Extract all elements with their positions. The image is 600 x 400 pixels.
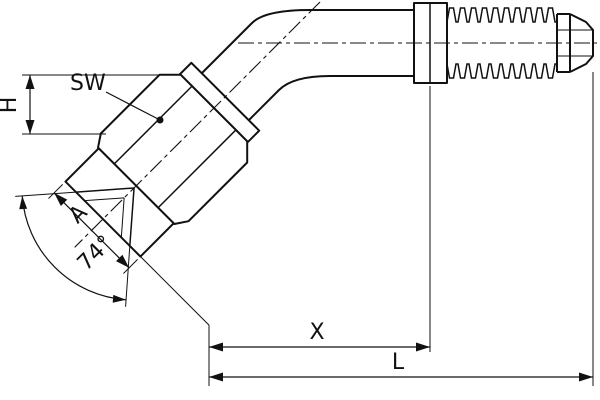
angle-arrow-left	[19, 196, 28, 210]
sw-label: SW	[70, 71, 106, 96]
a-arrow-right	[116, 254, 130, 268]
cone-extension-left	[15, 191, 77, 197]
elbow-tube	[201, 9, 414, 121]
l-label: L	[392, 350, 405, 375]
tube-inner-edge	[248, 75, 414, 121]
l-arrow-right	[579, 372, 593, 382]
h-arrow-top	[25, 75, 35, 89]
angle-arrow-right	[112, 294, 126, 303]
dimension-h: H	[0, 74, 165, 135]
sw-leader-dot	[156, 116, 164, 124]
a-arrow-left	[54, 192, 68, 206]
x-arrow-left	[209, 342, 223, 352]
x-arrow-right	[416, 342, 430, 352]
dimension-l: L	[209, 72, 594, 386]
flare-cone-lines	[76, 187, 135, 246]
h-label: H	[0, 97, 22, 114]
l-arrow-left	[209, 372, 223, 382]
angled-assembly	[15, 1, 321, 326]
face-plane-extension	[140, 256, 210, 326]
angle-dimension-74	[19, 196, 126, 303]
tip-bore-lines	[557, 29, 592, 57]
tube-outer-edge	[201, 9, 414, 74]
h-arrow-bottom	[25, 120, 35, 134]
x-label: X	[309, 320, 324, 345]
sw-callout: SW	[70, 71, 164, 124]
a-extension-lines	[48, 184, 138, 274]
rib-profile-top	[446, 7, 557, 23]
nut-facet-lines	[113, 85, 237, 209]
sw-leader-line	[105, 91, 161, 121]
dimension-x: X	[208, 86, 431, 386]
cone-extension-right	[125, 245, 131, 307]
angle-arc	[21, 196, 126, 301]
rib-profile-bottom	[446, 63, 557, 79]
flare-inner-cone-lines	[84, 197, 125, 238]
